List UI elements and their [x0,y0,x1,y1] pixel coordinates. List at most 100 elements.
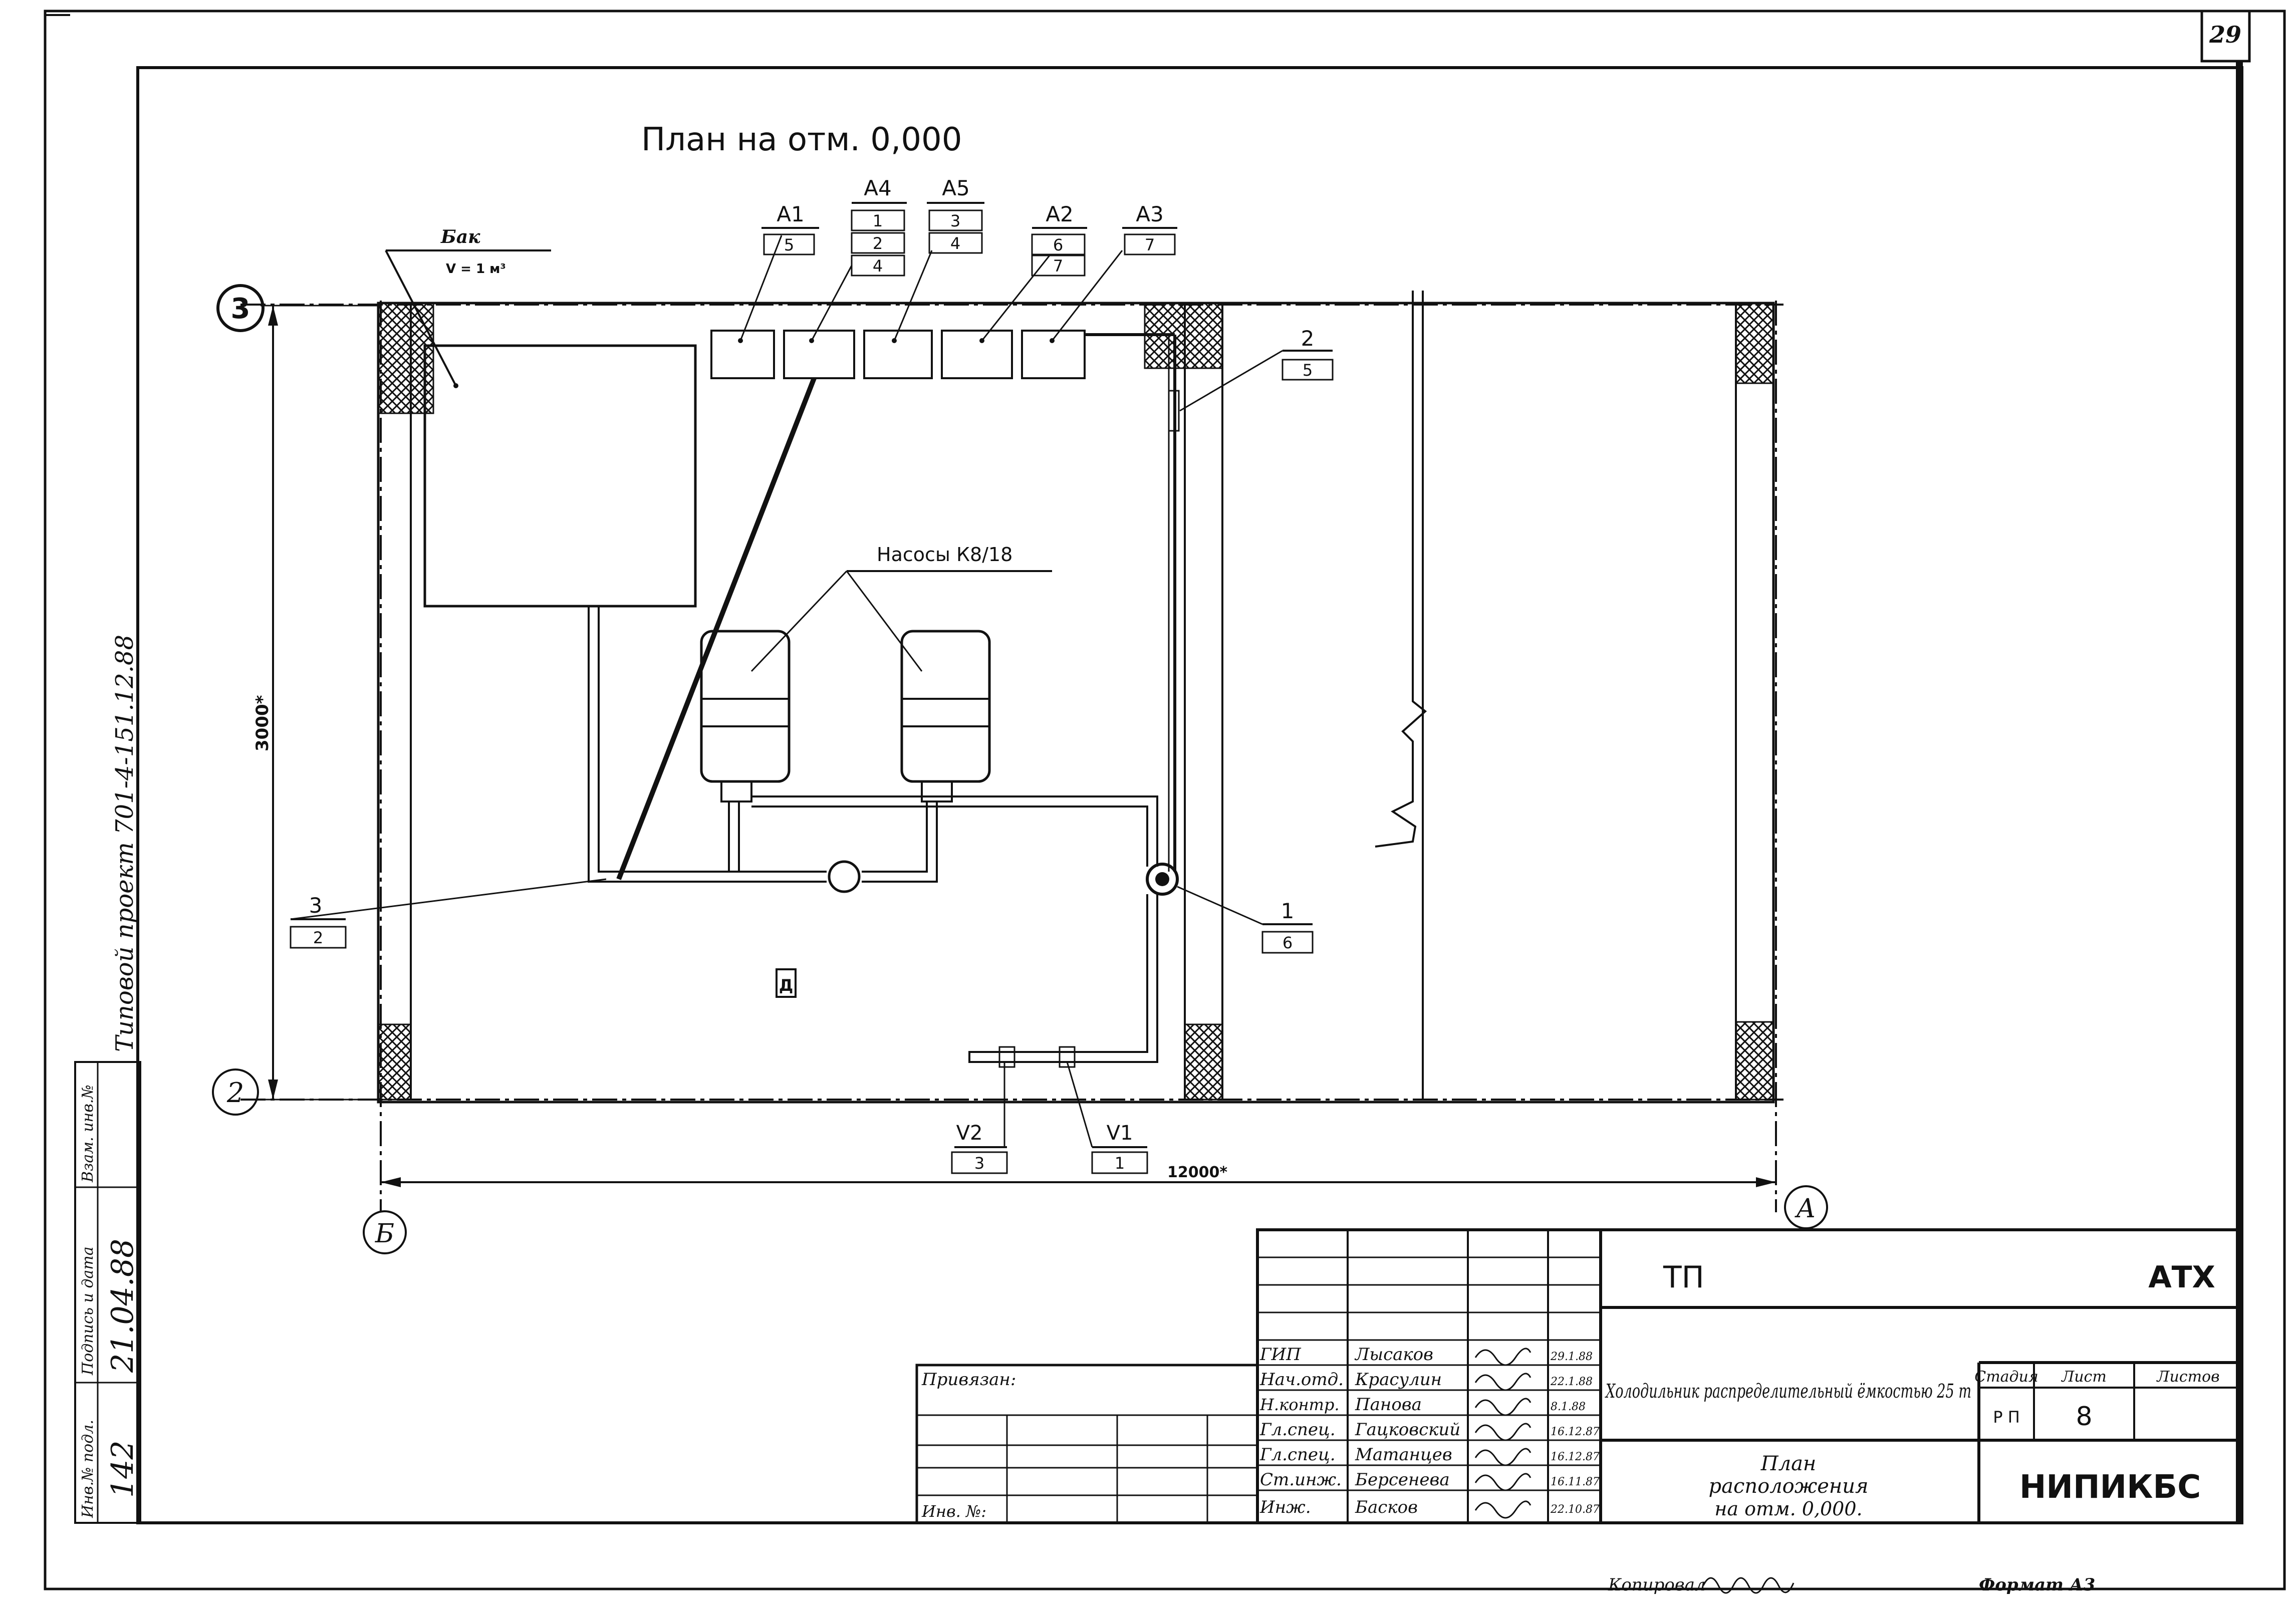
svg-text:Д: Д [779,976,794,995]
callout-pos-3: 3 2 [290,878,607,949]
inner-frame [136,66,2243,1524]
sign-date-label: Подпись и дата [79,1246,97,1376]
stage-value: Р П [1993,1408,2020,1427]
svg-text:6: 6 [1053,235,1063,254]
axis-marker-a: А [1784,1185,1828,1229]
sheet-name-1: План [1760,1452,1817,1475]
svg-text:16.12.87: 16.12.87 [1551,1451,1600,1463]
svg-text:Матанцев: Матанцев [1355,1445,1452,1465]
attached-label: Привязан: [921,1370,1016,1390]
pumps-label: Насосы К8/18 [877,544,1012,566]
attachment-block: Привязан: Инв. №: [915,1364,1259,1524]
door-mark: Д [776,968,797,998]
svg-text:Красулин: Красулин [1355,1370,1442,1390]
svg-text:Гацковский: Гацковский [1355,1420,1460,1440]
copied-label: Копировал [1608,1575,1706,1595]
callout-a4: А4 1 2 4 [811,176,907,341]
tank-label: Бак [440,226,480,247]
svg-text:Нач.отд.: Нач.отд. [1259,1370,1344,1390]
callout-a5: А5 3 4 [893,176,984,341]
plan-title: План на отм. 0,000 [641,121,962,158]
svg-text:Басков: Басков [1355,1497,1418,1517]
series-code: АТХ [2148,1260,2215,1295]
sheet-number: 29 [2209,21,2241,48]
object-name: Холодильник распределительный ёмкостью 2… [1605,1380,1971,1402]
copier-signature [1702,1577,1795,1594]
svg-text:А3: А3 [1136,202,1163,226]
svg-text:2: 2 [873,234,883,253]
dimension-vertical: 3000* [252,305,381,1101]
svg-text:А2: А2 [1046,202,1073,226]
svg-text:4: 4 [873,256,883,276]
axis-marker-3: 3 [216,284,265,332]
svg-text:Берсенева: Берсенева [1355,1470,1450,1490]
stage-label: Стадия [1974,1368,2038,1386]
project-code: ТП [1663,1260,1704,1295]
callout-a1: А1 5 [739,202,819,341]
svg-text:6: 6 [1283,933,1293,952]
axis-marker-2: 2 [212,1068,259,1116]
svg-text:Гл.спец.: Гл.спец. [1259,1420,1336,1440]
svg-text:2: 2 [313,928,323,947]
callout-v1: V1 1 [1066,1061,1148,1174]
pump-left [700,630,791,803]
svg-text:V1: V1 [1107,1122,1133,1145]
sheet-name-3: на отм. 0,000. [1714,1498,1862,1520]
svg-text:А5: А5 [942,176,969,200]
svg-text:2: 2 [226,1077,244,1109]
svg-text:3: 3 [974,1154,984,1173]
organization: НИПИКБС [2019,1469,2201,1506]
svg-text:Ст.инж.: Ст.инж. [1260,1470,1342,1490]
svg-text:А4: А4 [864,176,891,200]
sheet-number-box: 29 [2200,10,2251,63]
svg-text:22.10.87: 22.10.87 [1550,1503,1600,1516]
svg-text:А: А [1794,1194,1816,1224]
svg-text:1: 1 [1115,1154,1125,1173]
svg-text:Н.контр.: Н.контр. [1259,1395,1340,1414]
svg-text:Лысаков: Лысаков [1354,1345,1433,1365]
svg-text:Б: Б [375,1219,394,1249]
inv-no-label: Инв. №: [921,1502,986,1521]
list-value: 8 [2076,1402,2092,1432]
svg-text:7: 7 [1053,256,1063,276]
lists-label: Листов [2156,1368,2219,1386]
building-walls [377,291,1775,1104]
svg-text:7: 7 [1145,235,1155,254]
dimension-12000: 12000* [1167,1164,1227,1181]
svg-text:1: 1 [1281,899,1295,923]
svg-text:Инж.: Инж. [1259,1497,1311,1517]
svg-text:2: 2 [1301,326,1315,351]
svg-text:29.1.88: 29.1.88 [1550,1351,1593,1363]
svg-text:V2: V2 [956,1122,983,1145]
tank-volume: V = 1 м³ [446,261,506,277]
dimension-horizontal: 12000* [381,1164,1776,1187]
svg-text:А1: А1 [777,202,804,226]
svg-text:16.11.87: 16.11.87 [1551,1476,1600,1488]
replaced-inv-label: Взам. инв.№ [79,1085,97,1183]
callout-a3: А3 7 [1051,202,1177,341]
callout-pos-1: 1 6 [1177,886,1314,954]
pump-right [900,630,991,803]
svg-text:1: 1 [873,211,883,230]
tank: Бак V = 1 м³ [385,226,697,608]
svg-text:3: 3 [231,293,250,325]
svg-text:5: 5 [1303,361,1313,380]
pumps-leader: Насосы К8/18 [750,544,1052,672]
svg-text:4: 4 [950,234,960,253]
format-label: Формат А3 [1979,1575,2095,1595]
sign-date-value: 21.04.88 [105,1239,140,1373]
svg-text:ГИП: ГИП [1259,1345,1302,1365]
svg-text:3: 3 [309,893,323,918]
side-stamp: Инв.№ подл. 142 Подпись и дата 21.04.88 … [74,1061,141,1524]
callout-a2: А2 6 7 [981,202,1087,341]
outer-frame [44,10,2286,1590]
svg-text:22.1.88: 22.1.88 [1550,1376,1593,1388]
axis-marker-b: Б [363,1210,407,1254]
piping [588,606,1179,1068]
callout-pos-2: 2 5 [1179,326,1334,412]
svg-text:16.12.87: 16.12.87 [1551,1426,1600,1438]
inv-label: Инв.№ подл. [79,1420,97,1518]
inv-value: 142 [105,1440,140,1498]
list-label: Лист [2061,1368,2107,1386]
